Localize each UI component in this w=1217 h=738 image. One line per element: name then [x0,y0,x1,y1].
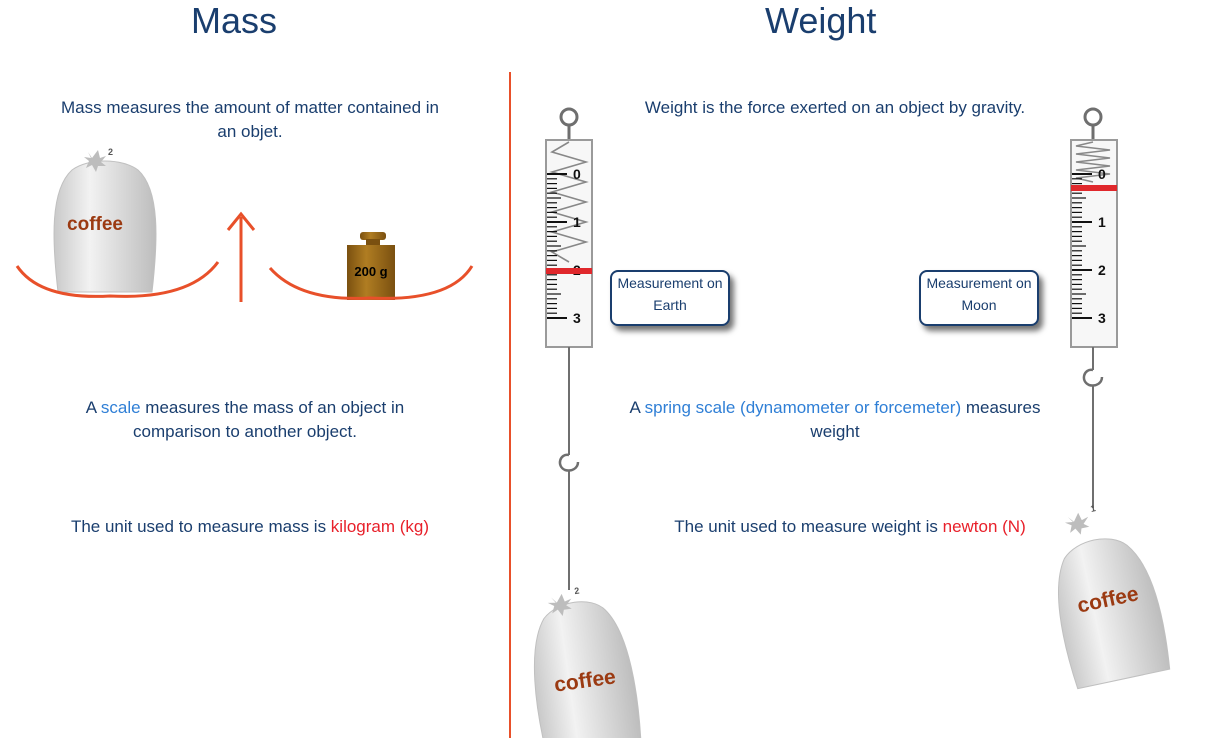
mass-intro: Mass measures the amount of matter conta… [61,98,439,141]
earth-scale-tick-label: 0 [573,166,581,182]
moon-spring-coil [1075,141,1111,183]
mass-coffee-bag: 2 coffee [53,147,157,293]
moon-scale-tick-label: 2 [1098,262,1106,278]
mass-unit-line: The unit used to measure mass is kilogra… [70,517,430,536]
earth-measurement-box: Measurement on Earth [610,270,730,326]
mass-heading: Mass [191,0,278,41]
earth-scale-tick-label: 3 [573,310,581,326]
scale-description: A scale measures the mass of an object i… [85,398,405,441]
weight-heading: Weight [765,0,877,41]
moon-measurement-box: Measurement on Moon [919,270,1039,326]
right-pan [268,265,474,300]
earth-spring-coil [549,141,589,263]
earth-coffee-bag: 2 coffee [533,585,642,738]
mass-bag-tag: 2 [108,147,113,157]
up-arrow-icon [226,211,256,302]
moon-scale-tick-label: 3 [1098,310,1106,326]
moon-scale-tick-label: 0 [1098,166,1106,182]
hook-ring-icon [1083,107,1103,127]
bag-tie-icon [547,593,572,616]
earth-scale-tick-label: 1 [573,214,581,230]
spring-scale-term: spring scale (dynamometer or forcemeter) [644,398,962,417]
brass-weight: 200 g [347,232,395,300]
section-divider [509,72,511,738]
moon-coffee-bag: 1 coffee [1057,503,1171,690]
moon-hook-icon [1082,368,1104,387]
bag-tie-icon [1064,512,1090,535]
spring-scale-description: A spring scale (dynamometer or forcemete… [629,398,1041,441]
moon-bag-tag: 1 [1090,503,1097,514]
moon-scale-tick-label: 1 [1098,214,1106,230]
left-pan [15,261,220,298]
moon-spring-scale: 0 1 2 3 [1070,107,1118,508]
earth-bag-tag: 2 [574,585,580,596]
newton-term: newton (N) [942,517,1026,536]
weight-unit-line: The unit used to measure weight is newto… [674,517,1026,536]
weight-label: 200 g [354,264,387,279]
weight-intro: Weight is the force exerted on an object… [644,98,1026,117]
earth-hook-icon [558,453,580,472]
bag-tie-icon [84,150,106,172]
mass-bag-label: coffee [67,214,123,235]
hook-ring-icon [559,107,579,127]
kilogram-term: kilogram (kg) [330,517,430,536]
earth-pointer [546,268,592,274]
moon-pointer [1071,185,1117,191]
scale-term: scale [100,398,141,417]
